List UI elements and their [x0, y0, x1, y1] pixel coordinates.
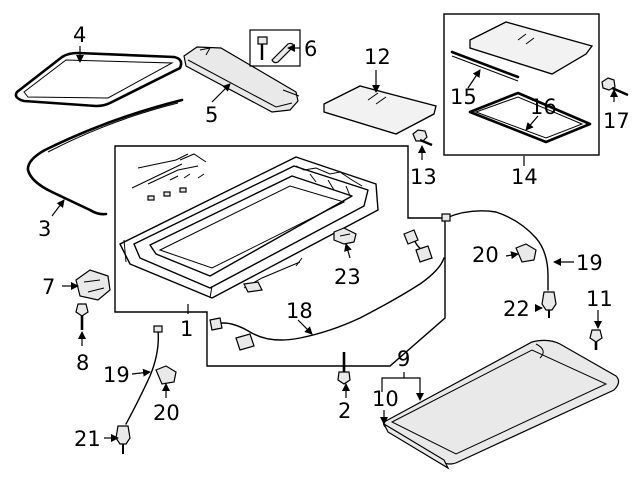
part-2-bolt	[337, 352, 351, 385]
callout-21: 21	[74, 427, 101, 451]
part-23-bracket	[333, 227, 357, 245]
callout-20-left: 20	[153, 401, 180, 425]
callout-20-right: 20	[472, 243, 499, 267]
callout-5: 5	[205, 103, 218, 127]
callout-12: 12	[364, 45, 391, 69]
callout-14: 14	[511, 165, 538, 189]
callout-18: 18	[286, 299, 313, 323]
part-19-drain-tube-right	[441, 210, 549, 291]
callout-19-right: 19	[576, 251, 603, 275]
part-7-bracket	[75, 269, 111, 301]
callout-16: 16	[530, 95, 557, 119]
part-1-assembly-box	[114, 145, 446, 367]
callout-8: 8	[76, 351, 89, 375]
part-10-sunshade-edge	[382, 422, 450, 470]
callout-11: 11	[586, 287, 613, 311]
part-3-weatherstrip	[26, 98, 184, 216]
callout-10: 10	[372, 387, 399, 411]
callout-9: 9	[397, 347, 410, 371]
part-17-screw	[601, 77, 629, 97]
part-22-drain-valve	[541, 291, 557, 318]
leader-lines	[51, 44, 618, 442]
part-21-drain-valve	[115, 425, 131, 454]
part-14-glass-assembly	[469, 21, 594, 75]
callout-13: 13	[410, 165, 437, 189]
part-18-wire-harness	[209, 229, 445, 351]
callout-6: 6	[304, 37, 317, 61]
callout-22: 22	[503, 297, 530, 321]
callout-19-left: 19	[103, 363, 130, 387]
part-20-clip-left	[155, 365, 177, 385]
part-8-bolt	[75, 303, 89, 330]
callout-23: 23	[334, 265, 361, 289]
callout-17: 17	[603, 109, 630, 133]
part-5-wind-deflector	[183, 46, 300, 113]
callout-1: 1	[180, 317, 193, 341]
part-14-assembly-box	[443, 13, 600, 156]
part-15-seal-strip	[450, 50, 520, 82]
part-1-sunroof-frame	[119, 153, 379, 299]
callout-3: 3	[38, 217, 51, 241]
callout-4: 4	[73, 23, 86, 47]
part-11-bolt	[589, 329, 603, 350]
callout-7: 7	[42, 275, 55, 299]
part-13-bolt	[412, 129, 433, 147]
callout-2: 2	[338, 399, 351, 423]
part-12-glass-panel	[323, 85, 437, 135]
callout-15: 15	[450, 85, 477, 109]
part-4-glass-seal	[14, 51, 183, 108]
part-20-clip-right	[515, 243, 537, 263]
part-16-frame-seal	[468, 91, 592, 144]
callout-labels: 1 2 3 4 5 6 7 8 9 10 11 12 13 14 15 16 1…	[38, 23, 630, 451]
